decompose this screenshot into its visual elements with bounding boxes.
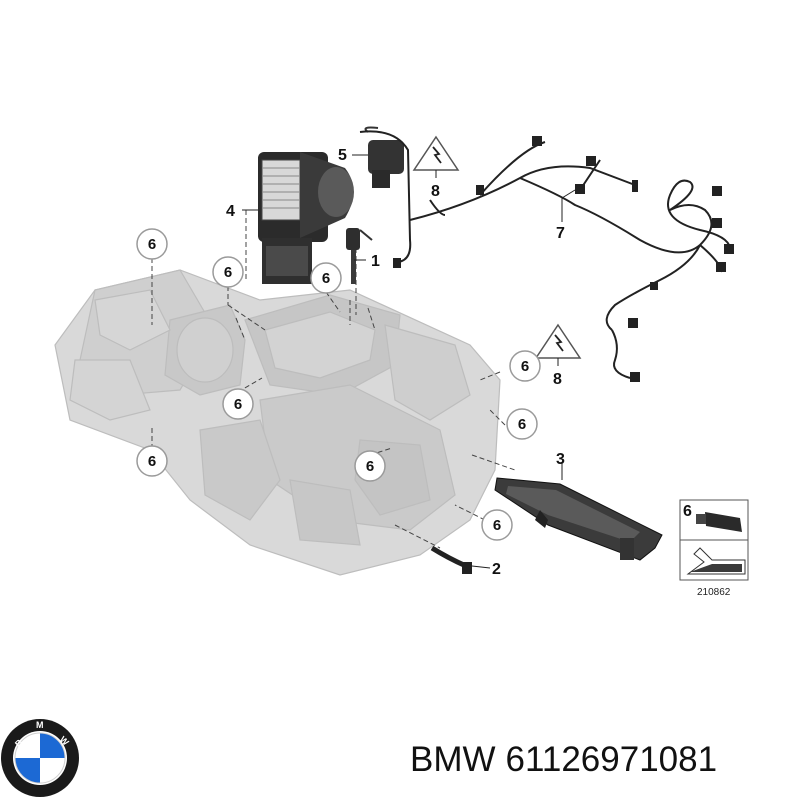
circle-label: 6: [322, 270, 330, 287]
brand-logo: B M W: [1, 719, 79, 797]
inset-label: 6: [683, 503, 692, 520]
warning-triangle-right: [534, 323, 582, 366]
callout-8-right: 8: [553, 371, 562, 388]
part-number: 61126971081: [505, 740, 718, 779]
circle-label: 6: [518, 416, 526, 433]
hvac-housing: [54, 269, 501, 576]
leader-lines: [242, 154, 576, 569]
harness-connectors: [393, 136, 734, 382]
brand-name: BMW: [410, 740, 496, 779]
inset-legend: [679, 499, 749, 581]
circle-label: 6: [366, 458, 374, 475]
circle-callouts: [136, 228, 541, 541]
reference-number: 210862: [697, 587, 731, 598]
warning-triangle-top: [412, 135, 460, 178]
actuator-part: [364, 126, 404, 188]
callout-4: 4: [226, 203, 235, 220]
circle-label: 6: [148, 453, 156, 470]
sensor-part: [346, 228, 373, 284]
callout-1: 1: [371, 253, 380, 270]
svg-text:M: M: [36, 720, 44, 730]
circle-label: 6: [148, 236, 156, 253]
filter-housing: [494, 477, 663, 561]
circle-label: 6: [224, 264, 232, 281]
callout-2: 2: [492, 561, 501, 578]
blower-motor: [258, 152, 354, 284]
circle-label: 6: [521, 358, 529, 375]
callout-5: 5: [338, 147, 347, 164]
callout-7: 7: [556, 225, 565, 242]
circle-label: 6: [493, 517, 501, 534]
callout-8-top: 8: [431, 183, 440, 200]
circle-label: 6: [234, 396, 242, 413]
wire-part: [430, 545, 472, 574]
callout-3: 3: [556, 451, 565, 468]
